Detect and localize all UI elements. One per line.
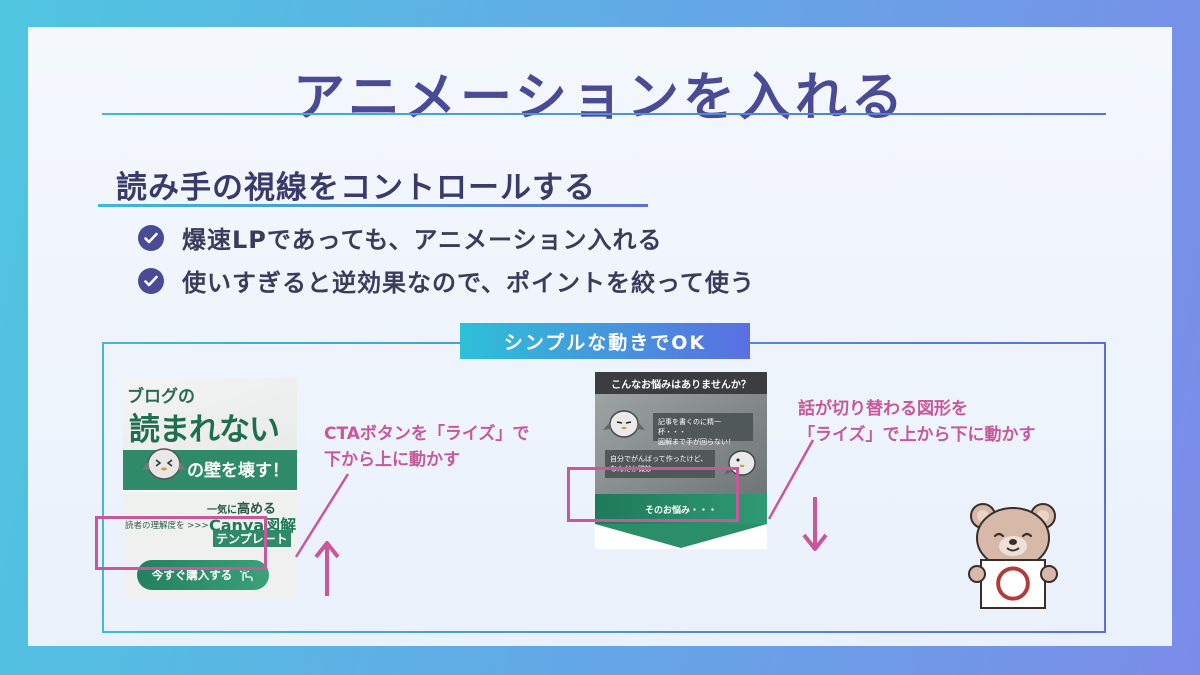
banner-text-3: の壁を壊す！ — [187, 461, 289, 481]
bear-mascot-icon: 〇 — [968, 503, 1058, 609]
banner-text-2: 読まれない — [129, 412, 280, 448]
down-triangle-icon — [595, 524, 767, 548]
heading-underline — [98, 204, 648, 207]
banner-promo-2: 読者の理解度を >>> — [125, 521, 209, 531]
buy-now-label: 今すぐ購入する — [151, 568, 233, 582]
speech-bubble: 記事を書くのに精一杯・・・ 図解まで手が回らない！ — [653, 413, 753, 446]
bird-mascot-icon — [603, 410, 645, 438]
banner-promo-4: テンプレート — [213, 530, 291, 547]
example-label: シンプルな動きでOK — [460, 323, 750, 359]
slide-title: アニメーションを入れる — [293, 68, 907, 128]
bullet-item: 爆速LPであっても、アニメーション入れる — [138, 220, 663, 255]
worries-section-thumbnail: こんなお悩みはありませんか？ 記事を書くのに精一杯・・・ 図解まで手が回らない！… — [595, 372, 767, 549]
shape-highlight-frame — [567, 467, 739, 522]
down-arrow-shape-area — [595, 524, 767, 549]
sign-symbol: 〇 — [995, 565, 1031, 606]
bullet-text: 使いすぎると逆効果なので、ポイントを絞って使う — [182, 269, 755, 297]
banner-text-1: ブログの — [127, 387, 195, 407]
bullet-text: 爆速LPであっても、アニメーション入れる — [182, 226, 663, 254]
bird-mascot-icon — [142, 448, 186, 480]
bullet-item: 使いすぎると逆効果なので、ポイントを絞って使う — [138, 263, 755, 298]
check-icon — [138, 224, 164, 251]
cta-highlight-frame — [95, 516, 267, 570]
blog-banner-thumbnail: ブログの 読まれない の壁を壊す！ 一気に高める 読者の理解度を >>> Can… — [123, 378, 297, 600]
tap-hand-icon — [239, 568, 253, 581]
title-underline — [102, 113, 1106, 115]
section-heading: 読み手の視線をコントロールする — [116, 170, 596, 206]
cta-caption: CTAボタンを「ライズ」で 下から上に動かす — [324, 424, 530, 470]
worries-header: こんなお悩みはありませんか？ — [595, 372, 767, 394]
check-icon — [138, 267, 164, 294]
shape-caption: 話が切り替わる図形を 「ライズ」で上から下に動かす — [798, 399, 1036, 445]
banner-promo-1: 一気に高める — [207, 502, 277, 517]
buy-now-button[interactable]: 今すぐ購入する — [137, 560, 269, 590]
